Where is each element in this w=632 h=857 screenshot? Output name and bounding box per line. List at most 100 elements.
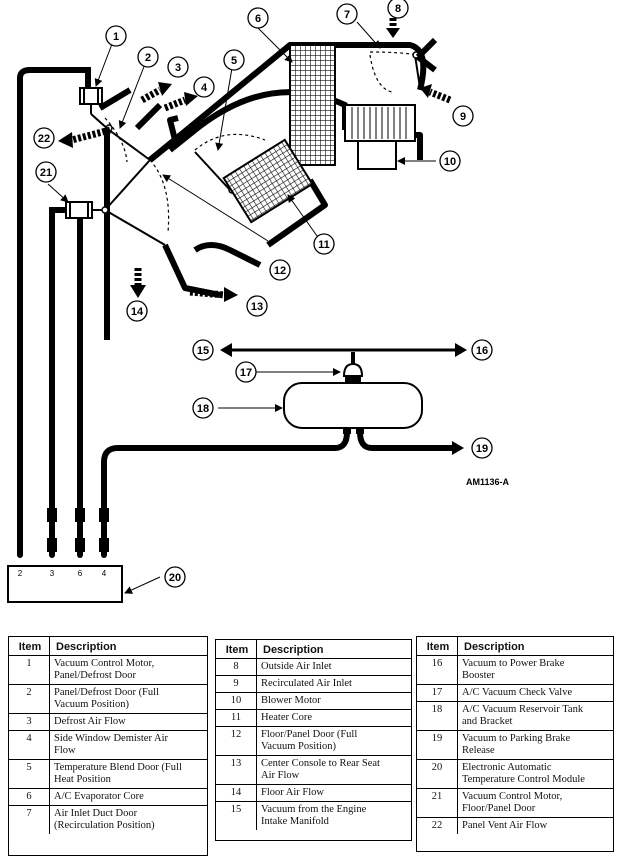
callout-number: 15 bbox=[197, 345, 209, 357]
item-number: 14 bbox=[216, 784, 257, 802]
heater-core bbox=[222, 138, 314, 224]
callout-number: 9 bbox=[460, 111, 466, 123]
item-description: Blower Motor bbox=[256, 692, 411, 710]
callout-circle bbox=[33, 127, 55, 149]
callout-circle bbox=[193, 76, 215, 98]
item-description: A/C Vacuum Check Valve bbox=[457, 684, 613, 702]
callout-number: 1 bbox=[113, 31, 119, 43]
callout-circle bbox=[105, 25, 127, 47]
item-number: 16 bbox=[417, 655, 458, 685]
ac-vacuum-check-valve bbox=[342, 362, 364, 382]
vacuum-reservoir-tank bbox=[283, 382, 423, 429]
figure-id: AM1136-A bbox=[466, 477, 510, 487]
module-port-label: 2 bbox=[18, 569, 23, 578]
vacuum-hoses bbox=[17, 67, 455, 558]
callout-circle bbox=[269, 259, 291, 281]
callout-number: 3 bbox=[175, 62, 181, 74]
item-number: 22 bbox=[417, 817, 458, 834]
item-description: Outside Air Inlet bbox=[256, 658, 411, 676]
callout-circle bbox=[439, 150, 461, 172]
pivot-point bbox=[101, 206, 109, 214]
item-number: 7 bbox=[9, 805, 50, 834]
item-number: 10 bbox=[216, 692, 257, 710]
callout-circle bbox=[387, 0, 409, 19]
callout-number: 19 bbox=[476, 443, 488, 455]
callout-number: 6 bbox=[255, 13, 261, 25]
arrow-19 bbox=[452, 441, 464, 455]
item-number: 13 bbox=[216, 755, 257, 785]
module-port-label: 3 bbox=[50, 569, 55, 578]
module-port-label: 6 bbox=[78, 569, 83, 578]
item-number: 6 bbox=[9, 788, 50, 806]
inlet-flap bbox=[415, 37, 438, 73]
callout-circle bbox=[246, 295, 268, 317]
item-number: 11 bbox=[216, 709, 257, 727]
item-description: Floor Air Flow bbox=[256, 784, 411, 802]
callout-number: 5 bbox=[231, 55, 237, 67]
callout-number: 20 bbox=[169, 572, 181, 584]
table-header-item: Item bbox=[9, 637, 50, 656]
hose-connectors bbox=[47, 508, 109, 552]
item-description: Heater Core bbox=[256, 709, 411, 727]
leader-lines bbox=[47, 21, 436, 594]
callout-number: 11 bbox=[318, 239, 330, 251]
airflow-arrows bbox=[58, 18, 452, 302]
item-number: 12 bbox=[216, 726, 257, 756]
callout-number: 16 bbox=[476, 345, 488, 357]
callout-number: 18 bbox=[197, 403, 209, 415]
callout-circle bbox=[452, 105, 474, 127]
blower-motor bbox=[344, 104, 416, 170]
callout-circle bbox=[247, 7, 269, 29]
callout-circle bbox=[167, 56, 189, 78]
callout-circle bbox=[471, 339, 493, 361]
callout-circle bbox=[192, 339, 214, 361]
item-number: 15 bbox=[216, 801, 257, 830]
callout-number: 21 bbox=[40, 167, 52, 179]
callout-circle bbox=[235, 361, 257, 383]
item-number: 21 bbox=[417, 788, 458, 818]
item-number: 18 bbox=[417, 701, 458, 731]
item-number: 3 bbox=[9, 713, 50, 731]
item-description: Recirculated Air Inlet bbox=[256, 675, 411, 693]
table-header-description: Description bbox=[256, 640, 411, 659]
callout-circle bbox=[336, 3, 358, 25]
callout-circle bbox=[164, 566, 186, 588]
callout-circle bbox=[313, 233, 335, 255]
callout-number: 14 bbox=[131, 306, 144, 318]
item-number: 9 bbox=[216, 675, 257, 693]
callout-number: 22 bbox=[38, 133, 50, 145]
vacuum-motor-panel-defrost bbox=[79, 87, 110, 131]
callout-number: 8 bbox=[395, 3, 401, 15]
item-description: Vacuum Control Motor,Floor/Panel Door bbox=[457, 788, 613, 818]
callout-circle bbox=[137, 46, 159, 68]
table-header-item: Item bbox=[216, 640, 257, 659]
